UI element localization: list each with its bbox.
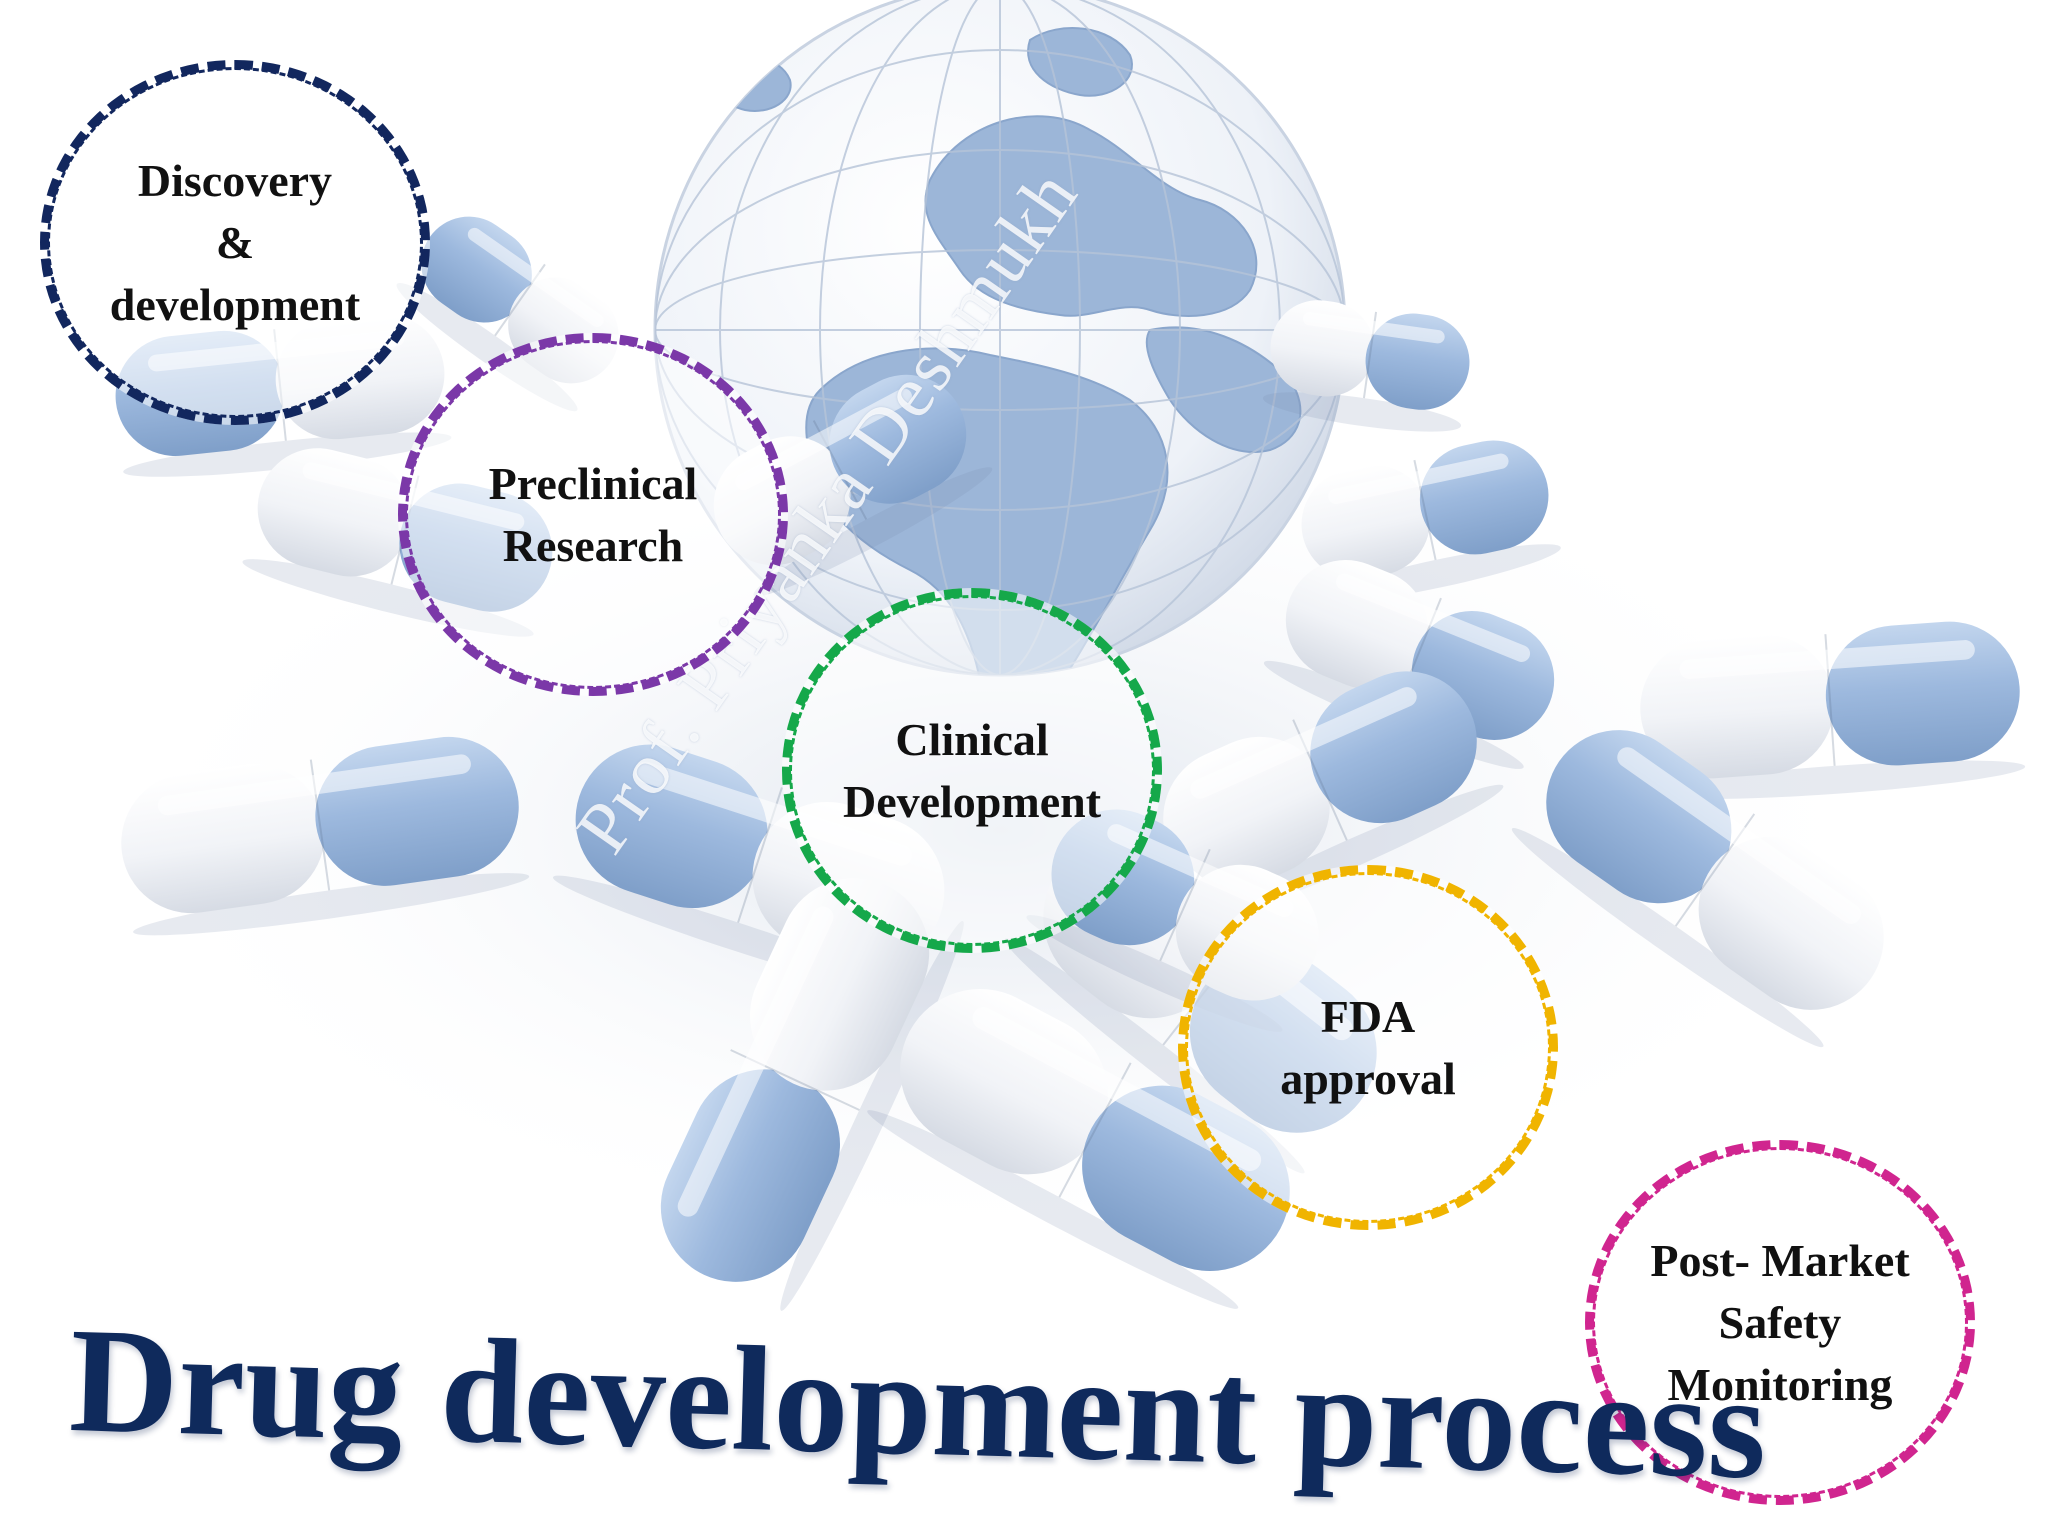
globe: [653, 0, 1347, 677]
dashed-ring: [782, 588, 1162, 953]
stage-label-fda: FDA approval: [1280, 990, 1456, 1104]
stage-fda: FDA approval: [1178, 865, 1558, 1230]
capsule: [1640, 621, 2026, 800]
dashed-ring: [398, 333, 788, 696]
stage-discovery: Discovery & development: [40, 60, 430, 425]
stage-preclinical: Preclinical Research: [398, 333, 788, 696]
capsule: [1163, 671, 1504, 922]
dashed-ring-inner: [1592, 1147, 1968, 1498]
dashed-ring-inner: [47, 67, 423, 418]
dashed-ring-inner: [1185, 872, 1551, 1223]
dashed-ring: [40, 60, 430, 425]
dashed-ring-inner: [405, 340, 781, 689]
dashed-ring: [1585, 1140, 1975, 1505]
stage-clinical: Clinical Development: [782, 588, 1162, 953]
stage-label-postmarket: Post- Market Safety Monitoring: [1650, 1234, 1910, 1410]
dashed-ring-inner: [789, 595, 1155, 946]
capsule: [867, 988, 1290, 1309]
dashed-ring: [1178, 865, 1558, 1230]
capsule: [1301, 440, 1561, 603]
capsule: [121, 736, 530, 936]
stage-postmarket: Post- Market Safety Monitoring: [1585, 1140, 1975, 1505]
stage-label-preclinical: Preclinical Research: [488, 457, 698, 571]
capsule: [1262, 300, 1470, 432]
stage-label-clinical: Clinical Development: [842, 713, 1102, 827]
stage-label-discovery: Discovery & development: [109, 154, 361, 330]
capsule: [1511, 730, 1884, 1048]
